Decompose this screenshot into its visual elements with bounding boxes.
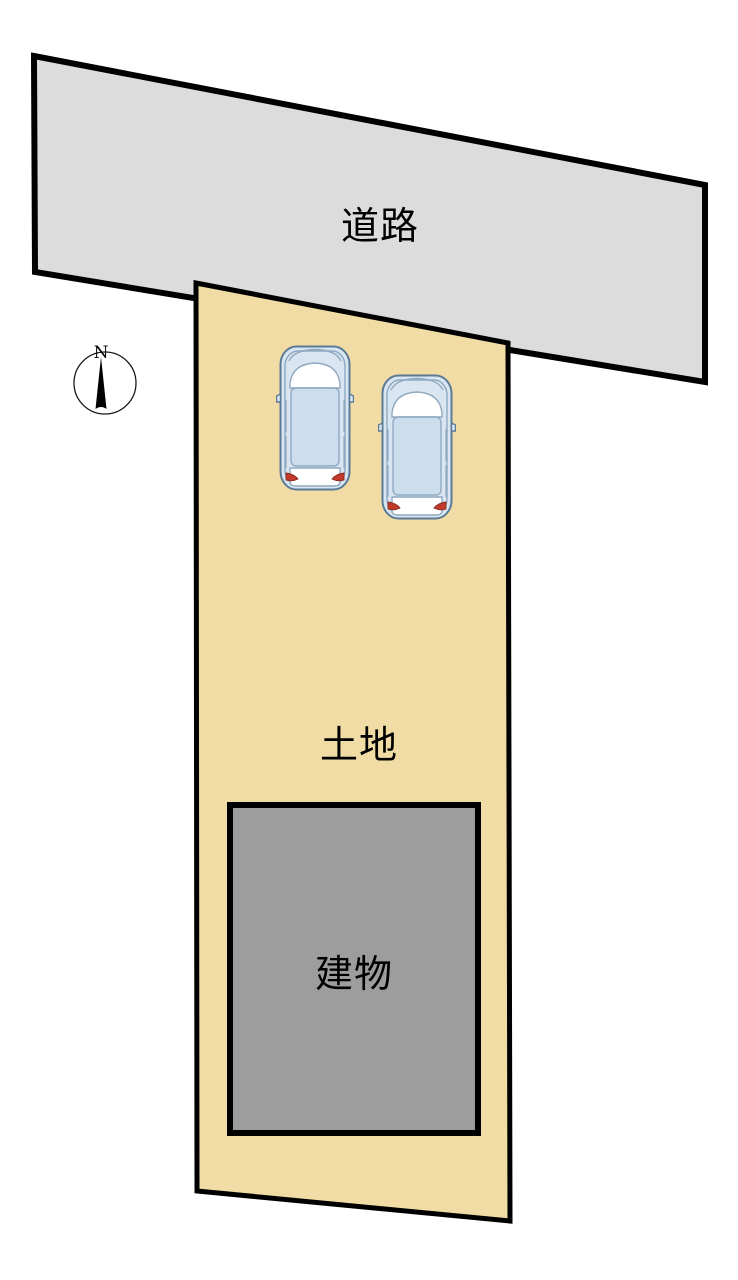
road-label: 道路: [341, 204, 419, 248]
parked-car-right: [378, 374, 456, 520]
road-area: 道路: [30, 52, 708, 386]
compass-needle-north: [95, 357, 107, 409]
road-polygon: [30, 52, 708, 386]
land-label: 土地: [320, 723, 398, 767]
building-area: 建物: [227, 802, 481, 1136]
compass-rose: N: [73, 343, 137, 415]
compass-north-label: N: [94, 343, 109, 363]
building-rect: [227, 802, 481, 1136]
parked-car-left: [276, 345, 354, 491]
building-label: 建物: [315, 952, 393, 996]
compass-circle: [73, 351, 137, 415]
